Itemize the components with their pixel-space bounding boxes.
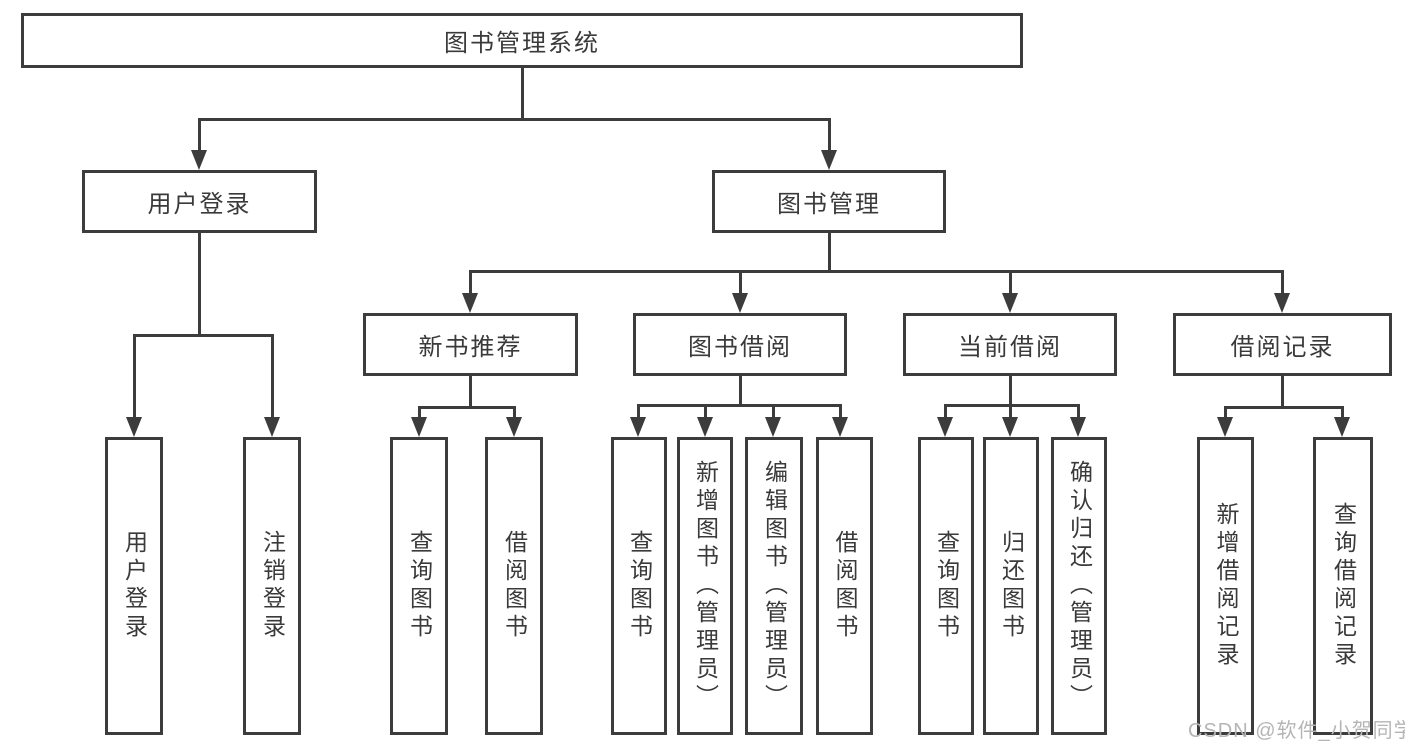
node-label: 用户登录 xyxy=(147,191,252,218)
arrow-down-icon xyxy=(821,150,837,170)
arrow-down-icon xyxy=(697,417,713,437)
connector-line xyxy=(944,404,1080,407)
node-current-borrowing: 当前借阅 xyxy=(903,313,1117,376)
connector-line xyxy=(198,118,201,150)
arrow-down-icon xyxy=(264,417,280,437)
node-new-book-recommendation: 新书推荐 xyxy=(363,313,578,376)
connector-line xyxy=(133,334,136,417)
connector-line xyxy=(704,404,707,417)
arrow-down-icon xyxy=(191,150,207,170)
connector-line xyxy=(828,233,831,273)
node-user-login: 用户登录 xyxy=(82,170,317,233)
connector-line xyxy=(739,270,742,293)
connector-line xyxy=(133,334,274,337)
connector-line xyxy=(271,334,274,417)
connector-line xyxy=(469,270,1284,273)
connector-line xyxy=(198,233,201,337)
connector-line xyxy=(1009,376,1012,407)
connector-line xyxy=(1224,406,1227,417)
leaf-label: 借阅图书 xyxy=(832,530,858,642)
connector-line xyxy=(1224,406,1343,409)
leaf-query-books-borrowing: 查询图书 xyxy=(611,437,667,735)
leaf-label: 查询图书 xyxy=(626,530,653,642)
leaf-edit-books-admin: 编辑图书（管理员） xyxy=(745,437,803,735)
node-label: 图书管理系统 xyxy=(444,30,600,57)
arrow-down-icon xyxy=(1334,417,1350,437)
leaf-confirm-return-admin: 确认归还（管理员） xyxy=(1051,437,1107,735)
node-label: 新书推荐 xyxy=(418,334,523,361)
connector-line xyxy=(1341,406,1344,417)
connector-line xyxy=(1281,376,1284,409)
leaf-borrow-books-recommendation: 借阅图书 xyxy=(485,437,543,735)
leaf-label: 借阅图书 xyxy=(501,530,528,642)
node-borrowing-records: 借阅记录 xyxy=(1173,313,1392,376)
connector-line xyxy=(839,404,842,417)
arrow-down-icon xyxy=(765,417,781,437)
connector-line xyxy=(1009,404,1012,417)
leaf-user-login: 用户登录 xyxy=(105,437,163,735)
connector-line xyxy=(637,404,640,417)
arrow-down-icon xyxy=(1002,417,1018,437)
arrow-down-icon xyxy=(411,417,427,437)
leaf-add-borrow-record: 新增借阅记录 xyxy=(1197,437,1254,735)
leaf-label: 新增图书（管理员） xyxy=(692,460,719,712)
leaf-label: 查询图书 xyxy=(406,530,433,642)
connector-line xyxy=(418,406,515,409)
node-book-borrowing: 图书借阅 xyxy=(633,313,847,376)
connector-line xyxy=(418,406,421,417)
arrow-down-icon xyxy=(937,417,953,437)
arrow-down-icon xyxy=(1217,417,1233,437)
connector-line xyxy=(828,118,831,150)
leaf-label: 查询图书 xyxy=(933,530,960,642)
connector-line xyxy=(198,118,831,121)
connector-line xyxy=(469,376,472,409)
arrow-down-icon xyxy=(732,293,748,313)
leaf-return-books: 归还图书 xyxy=(983,437,1039,735)
leaf-query-borrow-record: 查询借阅记录 xyxy=(1313,437,1373,735)
leaf-query-books-current: 查询图书 xyxy=(918,437,974,735)
arrow-down-icon xyxy=(1002,293,1018,313)
leaf-label: 查询借阅记录 xyxy=(1330,502,1357,670)
connector-line xyxy=(944,404,947,417)
node-label: 借阅记录 xyxy=(1230,334,1335,361)
connector-line xyxy=(637,404,841,407)
connector-line xyxy=(772,404,775,417)
leaf-label: 归还图书 xyxy=(998,530,1025,642)
leaf-label: 新增借阅记录 xyxy=(1213,502,1239,670)
arrow-down-icon xyxy=(832,417,848,437)
leaf-label: 确认归还（管理员） xyxy=(1066,460,1093,712)
watermark: CSDN @软件_小贺同学 xyxy=(1188,720,1405,742)
arrow-down-icon xyxy=(1070,417,1086,437)
node-library-management-system: 图书管理系统 xyxy=(21,13,1023,68)
connector-line xyxy=(1009,270,1012,293)
leaf-label: 用户登录 xyxy=(121,530,148,642)
node-label: 图书借阅 xyxy=(688,334,792,361)
node-label: 当前借阅 xyxy=(958,334,1062,361)
leaf-query-books-recommendation: 查询图书 xyxy=(390,437,448,735)
arrow-down-icon xyxy=(126,417,142,437)
node-book-management: 图书管理 xyxy=(712,170,946,233)
arrow-down-icon xyxy=(462,293,478,313)
arrow-down-icon xyxy=(630,417,646,437)
connector-line xyxy=(739,376,742,407)
leaf-borrow-books-borrowing: 借阅图书 xyxy=(816,437,873,735)
leaf-add-books-admin: 新增图书（管理员） xyxy=(677,437,733,735)
connector-line xyxy=(1077,404,1080,417)
leaf-label: 注销登录 xyxy=(259,530,286,642)
leaf-logout: 注销登录 xyxy=(243,437,301,735)
connector-line xyxy=(521,66,524,121)
node-label: 图书管理 xyxy=(777,191,881,218)
arrow-down-icon xyxy=(506,417,522,437)
arrow-down-icon xyxy=(1274,293,1290,313)
leaf-label: 编辑图书（管理员） xyxy=(761,460,788,712)
connector-line xyxy=(1281,270,1284,293)
connector-line xyxy=(513,406,516,417)
connector-line xyxy=(469,270,472,293)
